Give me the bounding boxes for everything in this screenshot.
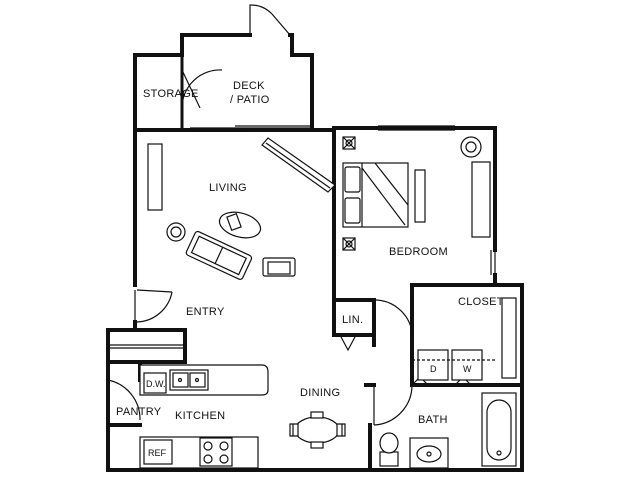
label-linen: LIN.: [342, 314, 363, 326]
side-table: [166, 222, 186, 242]
label-living: LIVING: [209, 182, 247, 194]
toilet: [379, 432, 399, 467]
label-bedroom: BEDROOM: [389, 246, 448, 258]
bath-fixtures: [379, 392, 517, 469]
refrigerator-box: [143, 439, 173, 465]
kitchen-fixtures: [139, 364, 269, 469]
label-closet: CLOSET: [458, 296, 504, 308]
label-entry: ENTRY: [186, 306, 225, 318]
tv-console: [147, 143, 163, 211]
walls: [106, 33, 524, 472]
dining-table: [294, 416, 340, 444]
washer-box: [451, 349, 483, 381]
label-washer: W: [463, 364, 472, 374]
armchair: [262, 257, 296, 277]
dining-chair-top: [310, 411, 324, 419]
label-refrigerator: REF: [148, 448, 167, 458]
dining-chair-right: [336, 423, 346, 437]
bedroom-furniture: [342, 136, 491, 251]
kitchen-sink: [169, 369, 209, 391]
lamp: [460, 136, 482, 158]
bath-vanity: [409, 437, 449, 469]
living-furniture: [147, 137, 336, 280]
label-dining: DINING: [300, 387, 340, 399]
dining-chair-bottom: [310, 441, 324, 449]
label-patio: / PATIO: [230, 94, 270, 106]
dishwasher-box: [143, 372, 167, 394]
dryer-box: [417, 349, 449, 381]
label-kitchen: KITCHEN: [175, 410, 225, 422]
label-dryer: D: [430, 364, 437, 374]
bench: [414, 169, 426, 223]
bathtub: [481, 392, 517, 467]
room-labels: STORAGE DECK / PATIO LIVING BEDROOM CLOS…: [116, 80, 504, 458]
closet-shelf: [501, 297, 517, 379]
stove: [199, 437, 233, 467]
windows: [110, 125, 455, 349]
dresser: [471, 161, 491, 238]
label-bath: BATH: [418, 414, 448, 426]
label-deck: DECK: [233, 80, 265, 92]
dining-set: [289, 411, 346, 449]
dining-chair-left: [289, 423, 299, 437]
closet-fixtures: [412, 297, 517, 381]
doors: [107, 4, 496, 426]
label-pantry: PANTRY: [116, 406, 162, 418]
label-storage: STORAGE: [143, 88, 199, 100]
sofa: [185, 230, 253, 280]
label-dishwasher: D.W.: [146, 379, 166, 389]
